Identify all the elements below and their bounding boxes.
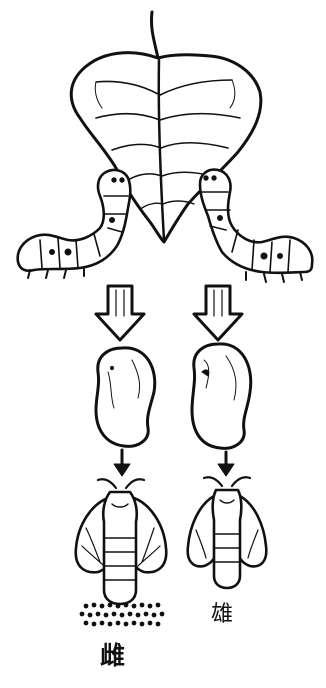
female-label: 雌 [100,636,125,672]
arrow-down-right-icon [194,286,242,340]
moth-female-icon [76,479,167,604]
mulberry-leaf-icon [71,12,261,242]
small-arrow-left-icon [114,450,130,476]
silkworm-left-icon [18,170,131,278]
cocoon-left-icon [96,348,155,446]
eggs-icon [80,603,165,627]
arrow-down-left-icon [96,286,144,340]
cocoon-right-icon [192,344,251,448]
silkworm-right-icon [200,170,312,282]
moth-male-icon [188,477,267,588]
small-arrow-right-icon [218,452,234,476]
male-label: 雄 [211,596,233,628]
